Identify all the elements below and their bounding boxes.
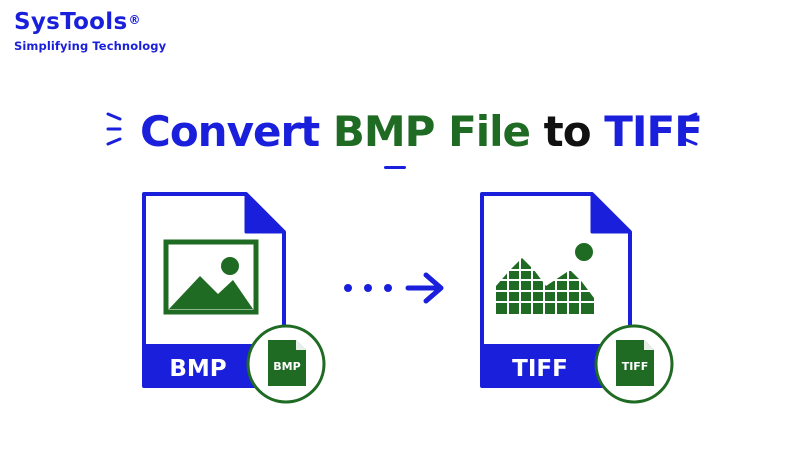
target-badge-text: TIFF: [622, 360, 649, 373]
title-underline: [384, 166, 406, 169]
title-to: to: [543, 107, 592, 156]
tiff-file-card: TIFF TIFF: [480, 192, 674, 404]
page-title: Convert BMP File to TIFF: [140, 102, 703, 162]
sparkle-left-icon: [106, 112, 122, 146]
brand-logo: SysTools® Simplifying Technology: [14, 8, 166, 53]
brand-name: SysTools®: [14, 9, 141, 35]
target-format-label: TIFF: [512, 356, 568, 382]
bmp-file-card: BMP BMP: [142, 192, 326, 404]
sparkle-right-icon: [682, 112, 698, 146]
file-badge-icon: [616, 340, 654, 386]
title-convert: Convert: [140, 107, 320, 156]
title-tiff: TIFF: [604, 107, 703, 156]
brand-tagline: Simplifying Technology: [14, 39, 167, 53]
registered-mark: ®: [128, 13, 141, 27]
bmp-badge: BMP: [246, 324, 326, 404]
image-icon: [163, 239, 259, 315]
source-badge-text: BMP: [273, 360, 300, 373]
arrow-right-icon: [344, 272, 444, 304]
source-format-label: BMP: [169, 356, 226, 382]
file-badge-icon: [268, 340, 306, 386]
title-bmp-file: BMP File: [332, 107, 531, 156]
mosaic-image-icon: [496, 243, 594, 314]
tiff-badge: TIFF: [594, 324, 674, 404]
